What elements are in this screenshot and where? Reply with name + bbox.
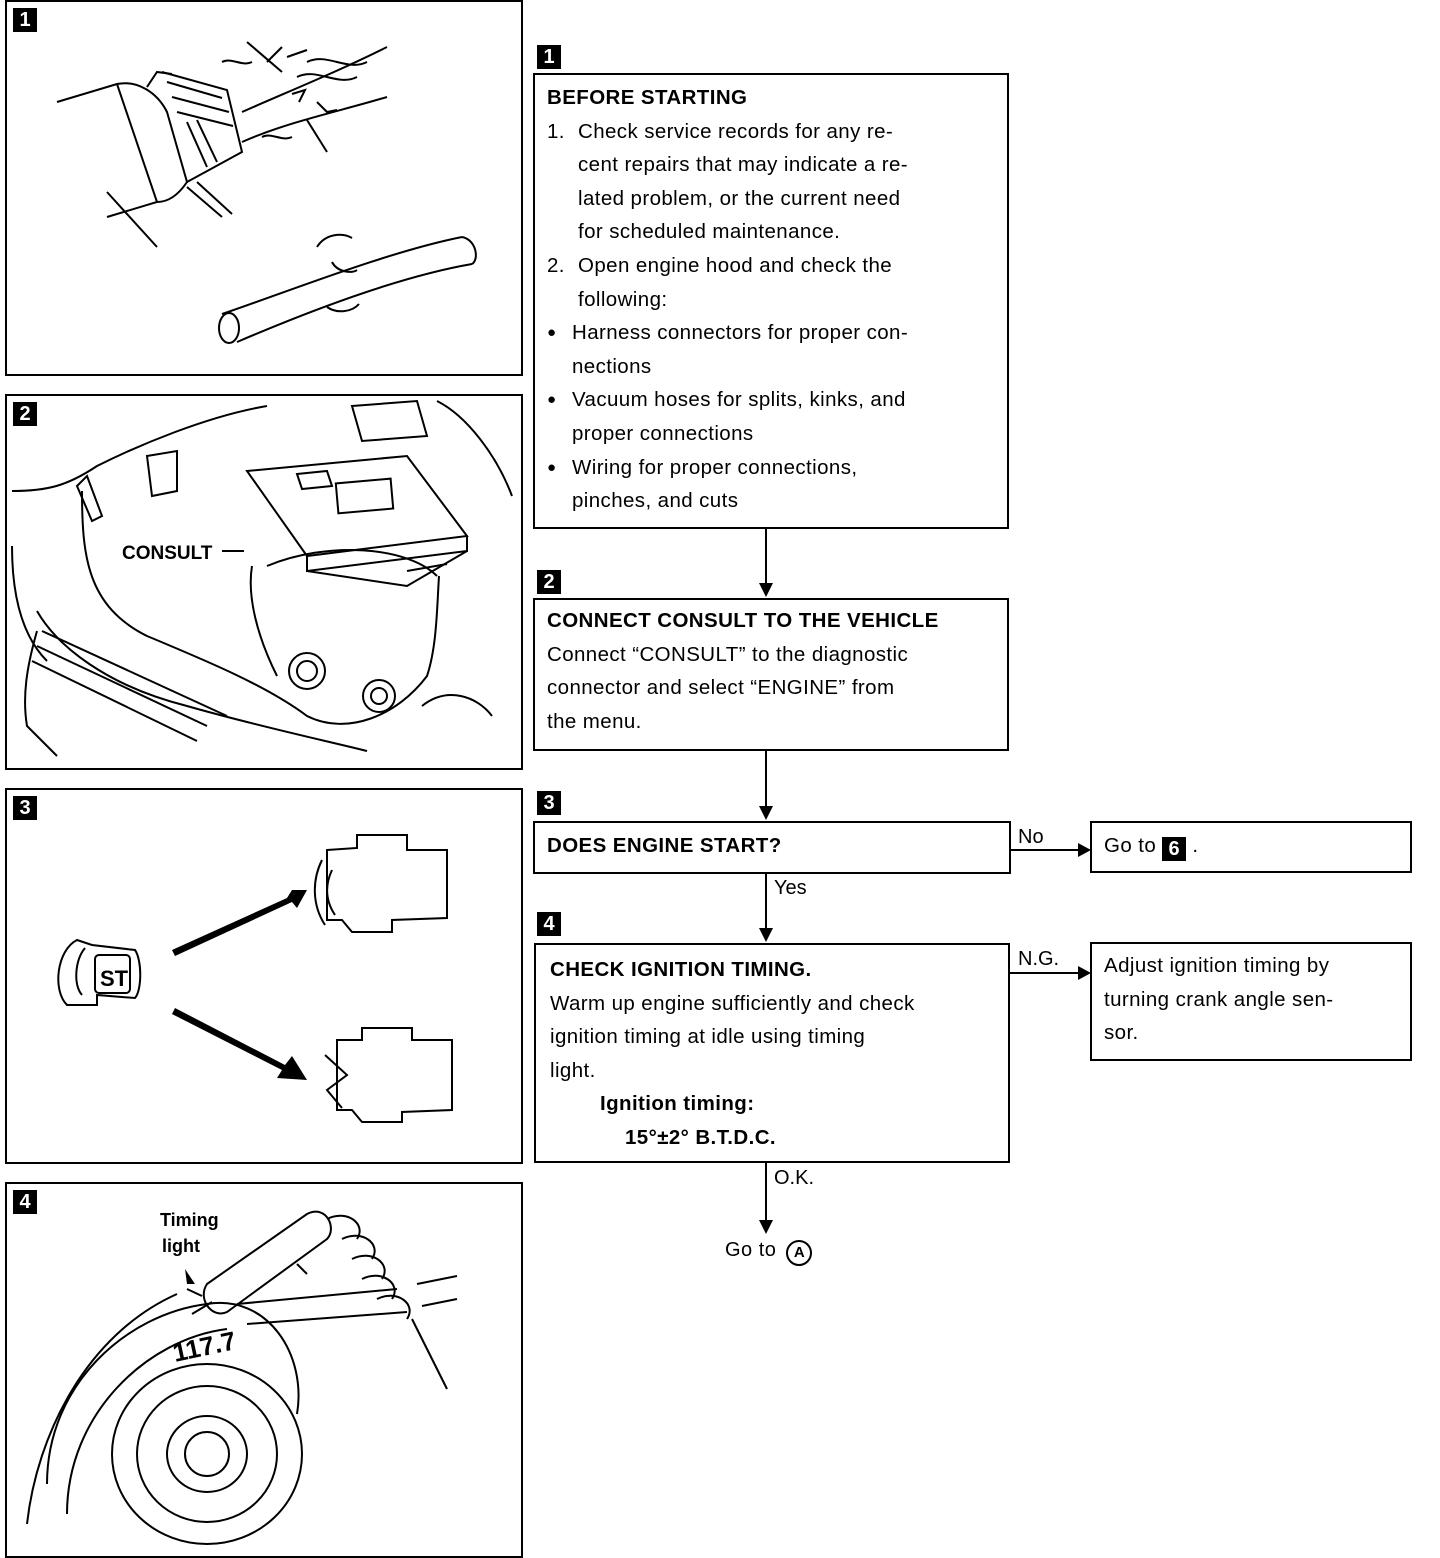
bullet-dot-icon: ● (547, 324, 557, 342)
figure-panel-4: 4 Timing light 117.7 (5, 1182, 523, 1558)
bullet-item: ● Vacuum hoses for splits, kinks, and pr… (547, 383, 995, 450)
check-item-2-number: 2. (547, 253, 565, 277)
check-ignition-timing-line: ignition timing at idle using timing (550, 1025, 866, 1049)
goto-step-6-box: Go to 6 . (1090, 821, 1412, 873)
check-ignition-timing-box: CHECK IGNITION TIMING. Warm up engine su… (534, 943, 1010, 1163)
connect-consult-line: the menu. (547, 709, 642, 733)
check-item-1: 1. Check service records for any re- cen… (547, 115, 995, 249)
adjust-ignition-timing-box: Adjust ignition timing by turning crank … (1090, 942, 1412, 1061)
adjust-ignition-line: turning crank angle sen- (1104, 987, 1334, 1011)
check-item-1-line: cent repairs that may indicate a re- (578, 153, 909, 177)
before-starting-box: BEFORE STARTING 1. Check service records… (533, 73, 1009, 529)
goto-step-6-badge[interactable]: 6 (1162, 837, 1187, 861)
no-branch-label: No (1018, 826, 1044, 848)
figure-panel-3: 3 ST (5, 788, 523, 1164)
consult-connection-illustration: CONSULT (11, 399, 513, 757)
connect-consult-title: CONNECT CONSULT TO THE VEHICLE (547, 609, 939, 632)
step-badge-3: 3 (537, 791, 561, 815)
consult-callout: CONSULT (122, 543, 213, 564)
figure-badge-3: 3 (13, 796, 37, 820)
timing-light-callout-line1: Timing (160, 1210, 219, 1230)
step-badge-2: 2 (537, 570, 561, 594)
check-item-1-line: Check service records for any re- (578, 119, 894, 143)
adjust-ignition-line: sor. (1104, 1021, 1139, 1045)
goto-a-symbol: A (786, 1240, 813, 1266)
ignition-start-illustration: ST (57, 834, 453, 1123)
check-item-1-line: lated problem, or the current need (578, 186, 901, 210)
yes-branch-label: Yes (774, 877, 807, 899)
ng-branch-label: N.G. (1018, 948, 1060, 970)
bullet-line: proper connections (572, 421, 754, 445)
timing-light-illustration: Timing light 117.7 (26, 1210, 458, 1545)
engine-start-question-box: DOES ENGINE START? (533, 821, 1011, 874)
goto-step-6-text: Go to (1104, 834, 1157, 857)
bullet-item: ● Wiring for proper connections, pinches… (547, 451, 995, 518)
figure-panel-2: 2 CONSUL (5, 394, 523, 770)
bullet-line: Harness connectors for proper con- (572, 321, 909, 345)
connect-consult-line: Connect “CONSULT” to the diagnostic (547, 642, 909, 666)
bullet-dot-icon: ● (547, 391, 557, 409)
check-item-1-line: for scheduled maintenance. (578, 220, 841, 244)
engine-start-question-title: DOES ENGINE START? (547, 834, 782, 857)
goto-a-link[interactable]: Go to A (725, 1239, 813, 1266)
ignition-timing-spec-label: Ignition timing: (600, 1092, 755, 1116)
goto-step-6-period: . (1192, 834, 1199, 857)
figure-badge-1: 1 (13, 8, 37, 32)
bullet-line: Vacuum hoses for splits, kinks, and (572, 388, 906, 412)
check-ignition-timing-line: Warm up engine sufficiently and check (550, 991, 915, 1015)
check-item-2-line: Open engine hood and check the (578, 253, 893, 277)
harness-and-hose-illustration (56, 41, 477, 344)
bullet-line: nections (572, 354, 652, 378)
connect-consult-line: connector and select “ENGINE” from (547, 676, 895, 700)
timing-light-callout-line2: light (162, 1236, 200, 1256)
bullet-item: ● Harness connectors for proper con- nec… (547, 316, 995, 383)
goto-a-text: Go to (725, 1239, 777, 1261)
bullet-line: pinches, and cuts (572, 489, 739, 513)
step-badge-1: 1 (537, 45, 561, 69)
bullet-dot-icon: ● (547, 458, 557, 476)
ok-branch-label: O.K. (774, 1167, 815, 1189)
timing-scale-marks: 117.7 (170, 1325, 238, 1368)
figure-badge-2: 2 (13, 402, 37, 426)
ignition-timing-spec-value: 15°±2° B.T.D.C. (625, 1125, 776, 1149)
figure-panel-1: 1 (5, 0, 523, 376)
figure-badge-4: 4 (13, 1190, 37, 1214)
check-item-2: 2. Open engine hood and check the follow… (547, 249, 995, 316)
check-item-2-line: following: (578, 287, 668, 311)
before-starting-title: BEFORE STARTING (547, 86, 748, 109)
step-badge-4: 4 (537, 912, 561, 936)
check-ignition-timing-title: CHECK IGNITION TIMING. (550, 958, 812, 981)
bullet-line: Wiring for proper connections, (572, 455, 858, 479)
check-item-1-number: 1. (547, 119, 565, 143)
connect-consult-box: CONNECT CONSULT TO THE VEHICLE Connect “… (533, 598, 1009, 751)
check-ignition-timing-line: light. (550, 1058, 596, 1082)
switch-label: ST (100, 966, 129, 991)
adjust-ignition-line: Adjust ignition timing by (1104, 954, 1330, 977)
